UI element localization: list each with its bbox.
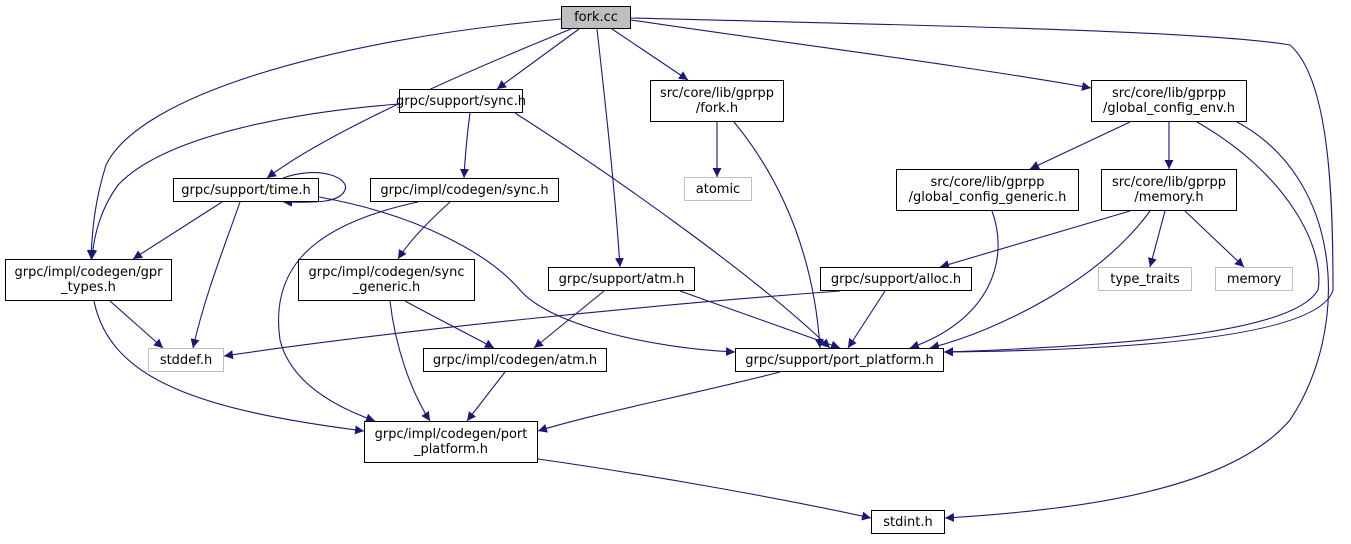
edge-codegen-sync-to-codegen-port-platform xyxy=(278,201,419,423)
node-sync-generic-h[interactable]: grpc/impl/codegen/sync _generic.h xyxy=(298,259,475,301)
edge-global-config-env-to-global-config-generic xyxy=(1029,121,1131,170)
edge-support-time-to-support-time xyxy=(282,172,347,207)
edge-memory-h-to-memory xyxy=(1184,210,1245,268)
edge-fork-cc-to-fork-h xyxy=(611,28,689,81)
edge-support-atm-to-codegen-atm xyxy=(533,290,605,349)
edge-support-sync-to-codegen-sync xyxy=(459,112,471,179)
edge-support-alloc-to-stddef xyxy=(223,290,841,360)
node-support-alloc-h[interactable]: grpc/support/alloc.h xyxy=(820,267,972,291)
edge-sync-generic-to-codegen-atm xyxy=(404,300,495,349)
edge-support-sync-to-port-platform xyxy=(514,112,831,349)
edge-port-platform-to-codegen-port-platform xyxy=(537,371,781,433)
node-support-time-h[interactable]: grpc/support/time.h xyxy=(173,178,319,202)
node-fork-cc[interactable]: fork.cc xyxy=(561,6,631,29)
edge-codegen-sync-to-sync-generic xyxy=(397,201,451,260)
edge-support-sync-to-gpr-types xyxy=(88,103,400,260)
node-codegen-atm-h[interactable]: grpc/impl/codegen/atm.h xyxy=(423,348,607,372)
edge-fork-cc-to-global-config-env xyxy=(630,19,1092,91)
edge-sync-generic-to-codegen-port-platform xyxy=(389,300,431,422)
edge-fork-cc-to-support-sync xyxy=(496,28,580,90)
edge-codegen-atm-to-codegen-port-platform xyxy=(466,371,506,422)
edge-fork-cc-to-port-platform xyxy=(630,17,1334,357)
edge-layer xyxy=(86,17,1334,522)
node-support-atm-h[interactable]: grpc/support/atm.h xyxy=(548,267,695,291)
edge-fork-h-to-port-platform xyxy=(733,121,824,349)
edge-memory-h-to-type-traits xyxy=(1147,210,1166,268)
node-gpr-types-h[interactable]: grpc/impl/codegen/gpr _types.h xyxy=(5,259,172,301)
edge-gpr-types-to-stddef xyxy=(109,300,164,349)
node-codegen-sync-h[interactable]: grpc/impl/codegen/sync.h xyxy=(370,178,559,202)
node-stddef-h[interactable]: stddef.h xyxy=(148,348,224,372)
node-codegen-port-platform-h[interactable]: grpc/impl/codegen/port _platform.h xyxy=(364,421,538,463)
node-global-config-generic-h[interactable]: src/core/lib/gprpp /global_config_generi… xyxy=(896,169,1079,211)
edge-global-config-env-to-stdint xyxy=(944,121,1329,522)
node-support-sync-h[interactable]: grpc/support/sync.h xyxy=(396,89,526,113)
node-support-port-platform-h[interactable]: grpc/support/port_platform.h xyxy=(735,348,944,372)
edge-global-config-generic-to-port-platform xyxy=(909,210,999,350)
node-gprpp-memory-h[interactable]: src/core/lib/gprpp /memory.h xyxy=(1101,169,1237,211)
edge-gpr-types-to-codegen-port-platform xyxy=(93,300,365,435)
edge-fork-cc-to-support-atm xyxy=(596,28,624,268)
edge-codegen-port-platform-to-stdint xyxy=(537,458,872,521)
edge-support-time-to-gpr-types xyxy=(132,201,223,260)
edge-support-atm-to-port-platform xyxy=(679,290,841,350)
node-atomic[interactable]: atomic xyxy=(684,177,752,201)
edge-support-time-to-stddef xyxy=(190,201,241,349)
edge-global-config-env-to-port-platform xyxy=(943,121,1320,357)
edge-memory-h-to-support-alloc xyxy=(939,210,1131,269)
edge-fork-cc-to-gpr-types xyxy=(86,18,562,260)
node-gprpp-fork-h[interactable]: src/core/lib/gprpp /fork.h xyxy=(650,80,784,122)
node-stdint-h[interactable]: stdint.h xyxy=(871,510,945,534)
node-memory[interactable]: memory xyxy=(1215,267,1293,291)
node-type-traits[interactable]: type_traits xyxy=(1098,267,1192,291)
node-global-config-env-h[interactable]: src/core/lib/gprpp /global_config_env.h xyxy=(1091,80,1247,122)
edge-support-time-to-port-platform xyxy=(318,196,736,357)
edge-support-alloc-to-port-platform xyxy=(847,290,886,349)
edge-memory-h-to-port-platform xyxy=(929,210,1151,351)
